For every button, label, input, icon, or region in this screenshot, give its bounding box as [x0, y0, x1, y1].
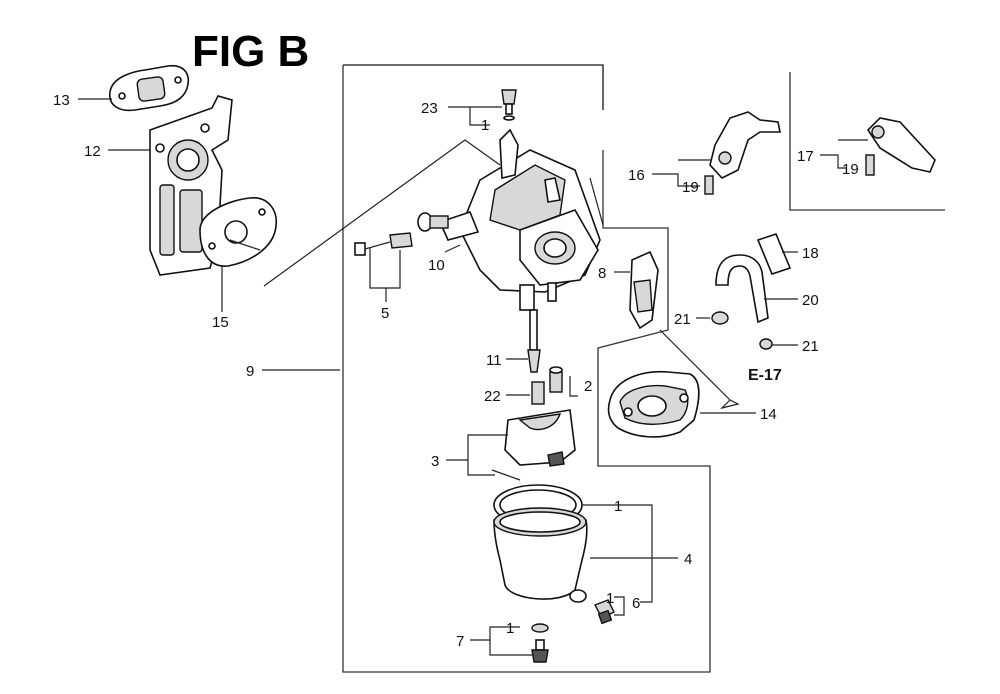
figure-title: FIG B — [192, 27, 309, 76]
callout-1-bot: 1 — [606, 590, 614, 607]
callout-15: 15 — [212, 314, 229, 331]
choke-lever-16 — [709, 111, 781, 179]
carburetor-assembly-box — [343, 64, 604, 110]
float-chamber-part-8 — [629, 250, 659, 330]
insulator-gasket-13 — [109, 64, 190, 112]
callout-3: 3 — [431, 453, 439, 470]
carburetor-body — [438, 128, 601, 311]
callout-9: 9 — [246, 363, 254, 380]
float-3 — [491, 409, 576, 481]
callout-2: 2 — [584, 378, 592, 395]
callout-6: 6 — [632, 595, 640, 612]
callout-18: 18 — [802, 245, 819, 262]
fuel-hose-20 — [715, 254, 769, 324]
callout-21-a: 21 — [674, 311, 691, 328]
callout-19-b: 19 — [842, 161, 859, 178]
callout-19-a: 19 — [682, 179, 699, 196]
hose-clip-21-a — [711, 311, 729, 325]
main-jet-22 — [531, 381, 545, 405]
callout-11: 11 — [486, 352, 502, 369]
callout-17: 17 — [797, 148, 814, 165]
float-bowl-4 — [493, 507, 588, 603]
callout-21-b: 21 — [802, 338, 819, 355]
callout-1-drain: 1 — [506, 620, 514, 637]
callout-10: 10 — [428, 257, 445, 274]
drain-screw-6 — [594, 599, 615, 625]
insulator-14 — [607, 370, 700, 438]
callout-1-top: 1 — [481, 117, 489, 134]
callout-16: 16 — [628, 167, 645, 184]
callout-8: 8 — [598, 265, 606, 282]
jet-10 — [417, 212, 449, 232]
lever-17 — [866, 117, 936, 173]
screw-23 — [501, 89, 517, 121]
jet-2 — [549, 366, 563, 393]
tube-18 — [756, 233, 792, 275]
callout-13: 13 — [53, 92, 70, 109]
pilot-screw-5 — [354, 232, 413, 256]
callout-7: 7 — [456, 633, 464, 650]
callout-12: 12 — [84, 143, 101, 160]
callout-14: 14 — [760, 406, 777, 423]
spring-19-a — [704, 175, 714, 195]
callout-4: 4 — [684, 551, 692, 568]
carburetor-assembly-box-outline — [342, 64, 711, 673]
reference-label-e17: E-17 — [748, 367, 782, 384]
callout-1-mid: 1 — [614, 498, 622, 515]
hose-clip-21-b — [759, 338, 773, 350]
callout-23: 23 — [421, 100, 438, 117]
spring-19-b — [865, 154, 875, 176]
leader-lines — [78, 98, 868, 656]
callout-5: 5 — [381, 305, 389, 322]
bolt-7 — [531, 623, 549, 663]
float-valve-11 — [527, 309, 541, 373]
lever-subassembly-box — [789, 72, 945, 211]
callout-20: 20 — [802, 292, 819, 309]
callout-22: 22 — [484, 388, 501, 405]
callouts: 13 12 15 9 23 1 10 5 8 16 19 17 19 18 20… — [53, 92, 859, 650]
